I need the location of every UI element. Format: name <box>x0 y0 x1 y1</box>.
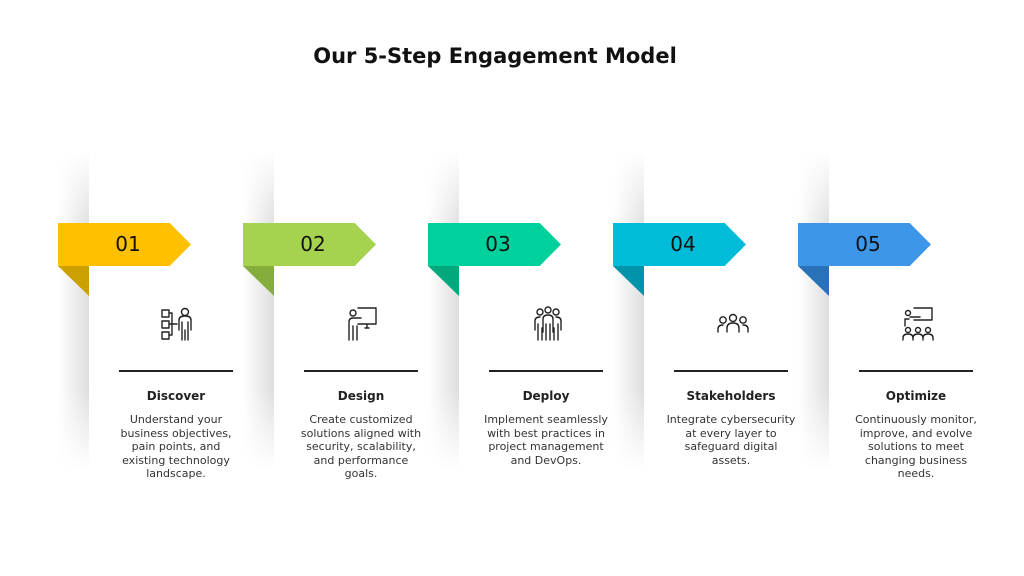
step-04: 04 Stakeholders Integrate cybersecurity … <box>613 0 798 576</box>
step-description: Create customized solutions aligned with… <box>300 413 422 480</box>
step-01: 01 Discover Understand your business obj… <box>58 0 243 576</box>
step-ribbon <box>613 223 746 266</box>
step-name: Deploy <box>522 389 570 403</box>
panel-shadow <box>58 150 89 470</box>
divider <box>674 370 788 372</box>
step-description: Understand your business objectives, pai… <box>120 413 232 480</box>
panel-shadow <box>243 150 274 470</box>
step-number: 04 <box>670 232 696 256</box>
step-ribbon <box>428 223 561 266</box>
step-number: 03 <box>485 232 511 256</box>
page-title: Our 5-Step Engagement Model <box>313 44 677 68</box>
step-name: Design <box>337 389 385 403</box>
step-description: Continuously monitor, improve, and evolv… <box>855 413 977 480</box>
step-05: 05 Optimize Continuously monitor, improv… <box>798 0 983 576</box>
step-03: 03 Deploy Implement seamlessly with best… <box>428 0 613 576</box>
step-description: Integrate cybersecurity at every layer t… <box>666 413 796 467</box>
step-description: Implement seamlessly with best practices… <box>484 413 608 467</box>
step-name: Optimize <box>885 389 947 403</box>
flowchart-person-icon <box>161 307 192 341</box>
panel-shadow <box>798 150 829 470</box>
divider <box>304 370 418 372</box>
divider <box>859 370 973 372</box>
divider <box>119 370 233 372</box>
panel-shadow <box>613 150 644 470</box>
step-number: 02 <box>300 232 326 256</box>
team-group-icon <box>534 306 562 341</box>
step-02: 02 Design Create customized solutions al… <box>243 0 428 576</box>
step-name: Stakeholders <box>686 389 776 403</box>
step-ribbon <box>243 223 376 266</box>
people-icon <box>717 313 749 333</box>
panel-shadow <box>428 150 459 470</box>
step-number: 05 <box>855 232 881 256</box>
divider <box>489 370 603 372</box>
training-audience-icon <box>902 307 934 341</box>
presenter-board-icon <box>348 307 377 341</box>
step-number: 01 <box>115 232 141 256</box>
step-ribbon <box>58 223 191 266</box>
step-name: Discover <box>146 389 206 403</box>
step-ribbon <box>798 223 931 266</box>
